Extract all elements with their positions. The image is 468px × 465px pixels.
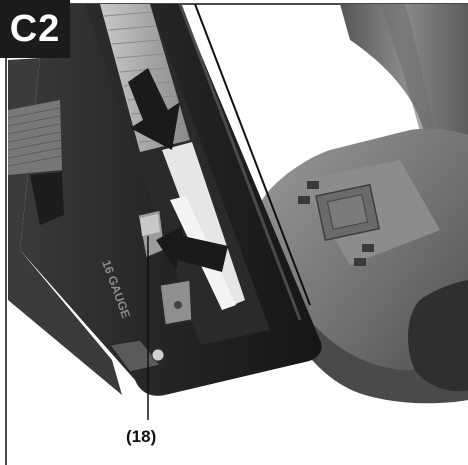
- callout-label-18: (18): [126, 427, 157, 446]
- figure-label-badge: C2: [0, 0, 70, 58]
- push-latch-arrow: [156, 226, 228, 272]
- push-down-arrow: [128, 68, 180, 150]
